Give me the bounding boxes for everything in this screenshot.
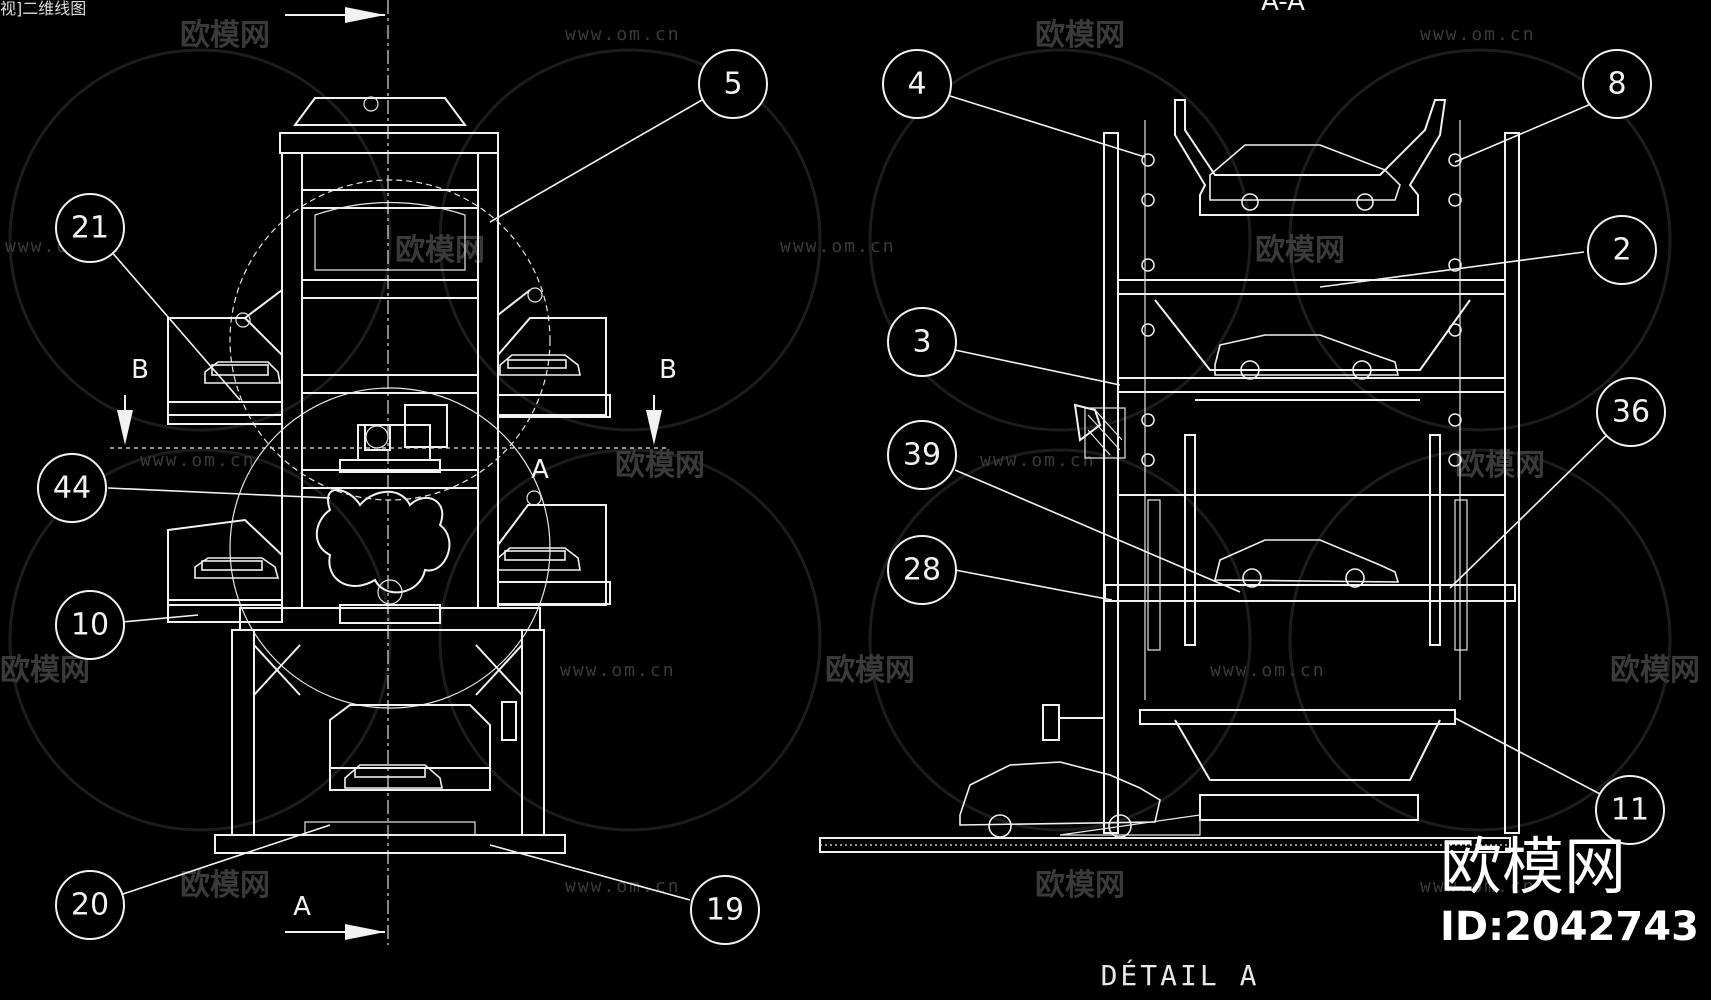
wm-brand: 欧模网 — [1035, 868, 1125, 903]
detail-title: DÉTAIL A — [1101, 958, 1260, 992]
wm-brand: 欧模网 — [395, 233, 485, 268]
section-title: A-A — [1261, 0, 1305, 17]
wm-url: www.om.cn — [980, 450, 1096, 471]
balloon-20: 20 — [55, 870, 125, 940]
balloon-39: 39 — [887, 420, 957, 490]
section-mark-b-right: B — [659, 355, 677, 385]
watermark-rings — [8, 48, 1672, 832]
corner-brand-id: ID:2042743 — [1440, 904, 1699, 950]
view-label: 视]二维线图 — [0, 0, 86, 18]
wm-brand: 欧模网 — [1035, 18, 1125, 53]
svg-text:11: 11 — [1611, 793, 1649, 828]
wm-brand: 欧模网 — [825, 653, 915, 688]
svg-text:20: 20 — [71, 888, 109, 923]
svg-text:4: 4 — [907, 67, 926, 102]
wm-url: www.om.cn — [140, 450, 256, 471]
balloon-4: 4 — [882, 49, 952, 119]
wm-url: www.om.cn — [565, 876, 681, 897]
balloon-28: 28 — [887, 535, 957, 605]
balloon-19: 19 — [690, 875, 760, 945]
svg-text:44: 44 — [53, 471, 91, 506]
wm-url: www.om.cn — [1420, 876, 1536, 897]
section-aa-view — [819, 99, 1520, 853]
wm-brand: 欧模网 — [1255, 233, 1345, 268]
balloon-10: 10 — [55, 590, 125, 660]
balloon-8: 8 — [1582, 49, 1652, 119]
wm-brand: 欧模网 — [1455, 448, 1545, 483]
svg-text:3: 3 — [912, 325, 931, 360]
leader-lines — [107, 95, 1613, 901]
wm-url: www.om.cn — [565, 24, 681, 45]
svg-text:36: 36 — [1612, 395, 1650, 430]
watermark-layer: 欧模网 欧模网 欧模网 欧模网 欧模网 欧模网 欧模网 欧模网 欧模网 欧模网 … — [0, 18, 1700, 903]
wm-url: www.om.cn — [1210, 660, 1326, 681]
front-elevation-view: A — [110, 0, 677, 945]
wm-brand: 欧模网 — [180, 18, 270, 53]
svg-text:5: 5 — [723, 67, 742, 102]
balloon-11: 11 — [1595, 775, 1665, 845]
wm-brand: 欧模网 — [615, 448, 705, 483]
svg-text:28: 28 — [903, 553, 941, 588]
wm-brand: 欧模网 — [0, 653, 90, 688]
corner-brand-name: 欧模网 — [1440, 830, 1626, 903]
wm-url: www.om.cn — [780, 236, 896, 257]
svg-text:19: 19 — [706, 893, 744, 928]
balloon-2: 2 — [1587, 215, 1657, 285]
wm-url: www.om.cn — [560, 660, 676, 681]
balloon-21: 21 — [55, 193, 125, 263]
balloon-5: 5 — [698, 49, 768, 119]
wm-url: www.om.cn — [1420, 24, 1536, 45]
svg-text:21: 21 — [71, 211, 109, 246]
svg-text:2: 2 — [1612, 233, 1631, 268]
section-mark-a-bottom: A — [293, 892, 311, 922]
section-mark-b-left: B — [131, 355, 149, 385]
svg-text:8: 8 — [1607, 67, 1626, 102]
svg-text:10: 10 — [71, 608, 109, 643]
wm-brand: 欧模网 — [1610, 653, 1700, 688]
section-mark-a-mid: A — [531, 455, 549, 485]
balloon-3: 3 — [887, 307, 957, 377]
wm-brand: 欧模网 — [180, 868, 270, 903]
balloon-36: 36 — [1596, 377, 1666, 447]
svg-text:39: 39 — [903, 438, 941, 473]
balloon-44: 44 — [37, 453, 107, 523]
